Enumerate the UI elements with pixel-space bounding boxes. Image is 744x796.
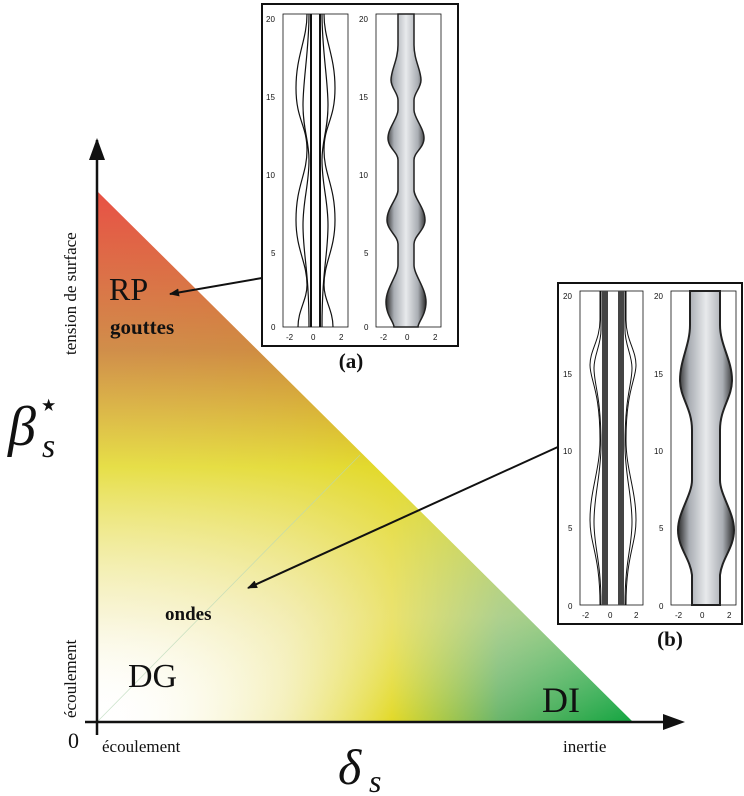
svg-text:5: 5 xyxy=(271,249,276,258)
svg-text:2: 2 xyxy=(433,333,438,342)
y-bottom-label: écoulement xyxy=(61,639,80,718)
svg-text:20: 20 xyxy=(359,15,368,24)
svg-text:0: 0 xyxy=(700,611,705,620)
regime-triangle xyxy=(96,191,633,723)
x-axis-symbol: δ s xyxy=(338,739,381,796)
axes xyxy=(85,138,685,735)
arrow-to-ondes xyxy=(247,445,561,589)
svg-text:β: β xyxy=(7,396,36,458)
inset-a: 0 5 10 15 20 -2 0 2 0 5 10 15 20 -2 0 2 xyxy=(261,3,459,373)
region-rp-label: RP xyxy=(109,271,148,307)
svg-text:0: 0 xyxy=(608,611,613,620)
inset-b-jet-image xyxy=(676,290,736,606)
svg-text:20: 20 xyxy=(654,292,663,301)
svg-text:0: 0 xyxy=(659,602,664,611)
x-axis-arrow-icon xyxy=(663,714,685,730)
region-dg-label: DG xyxy=(128,658,177,695)
x-left-label: écoulement xyxy=(102,737,181,756)
svg-text:5: 5 xyxy=(659,524,664,533)
inset-b-left-frame xyxy=(579,290,644,606)
svg-text:20: 20 xyxy=(266,15,275,24)
svg-text:δ: δ xyxy=(338,739,362,795)
svg-text:15: 15 xyxy=(359,93,368,102)
svg-text:-2: -2 xyxy=(286,333,294,342)
inset-a-left-frame xyxy=(282,13,349,328)
inset-b-profiles xyxy=(589,291,637,606)
svg-text:5: 5 xyxy=(364,249,369,258)
svg-text:10: 10 xyxy=(359,171,368,180)
svg-text:-2: -2 xyxy=(380,333,388,342)
svg-text:2: 2 xyxy=(339,333,344,342)
svg-text:s: s xyxy=(369,763,381,796)
svg-text:10: 10 xyxy=(563,447,572,456)
svg-text:5: 5 xyxy=(568,524,573,533)
svg-text:0: 0 xyxy=(405,333,410,342)
svg-text:10: 10 xyxy=(654,447,663,456)
inset-a-label: (a) xyxy=(339,349,364,373)
svg-text:2: 2 xyxy=(727,611,732,620)
svg-text:-2: -2 xyxy=(675,611,683,620)
y-axis-symbol: β s ⋆ xyxy=(7,387,59,465)
svg-text:-2: -2 xyxy=(582,611,590,620)
svg-text:2: 2 xyxy=(634,611,639,620)
region-ondes-label: ondes xyxy=(165,604,211,625)
svg-text:s: s xyxy=(42,428,55,465)
origin-label: 0 xyxy=(68,728,79,753)
inset-b: 0 5 10 15 20 -2 0 2 0 5 10 15 20 -2 0 2 xyxy=(557,282,743,651)
svg-text:0: 0 xyxy=(568,602,573,611)
arrow-to-rp xyxy=(169,277,263,297)
inset-a-jet-image xyxy=(385,13,427,328)
svg-text:10: 10 xyxy=(266,171,275,180)
svg-text:⋆: ⋆ xyxy=(38,387,59,424)
svg-text:15: 15 xyxy=(654,370,663,379)
region-rp-sublabel: gouttes xyxy=(110,315,174,339)
y-top-label: tension de surface xyxy=(61,232,80,355)
svg-text:0: 0 xyxy=(364,323,369,332)
region-di-label: DI xyxy=(542,680,580,720)
svg-text:0: 0 xyxy=(271,323,276,332)
inset-a-profiles xyxy=(295,13,336,328)
x-right-label: inertie xyxy=(563,737,606,756)
svg-text:20: 20 xyxy=(563,292,572,301)
y-axis-arrow-icon xyxy=(89,138,105,160)
svg-text:15: 15 xyxy=(563,370,572,379)
inset-b-label: (b) xyxy=(657,627,683,651)
svg-text:15: 15 xyxy=(266,93,275,102)
svg-text:0: 0 xyxy=(311,333,316,342)
